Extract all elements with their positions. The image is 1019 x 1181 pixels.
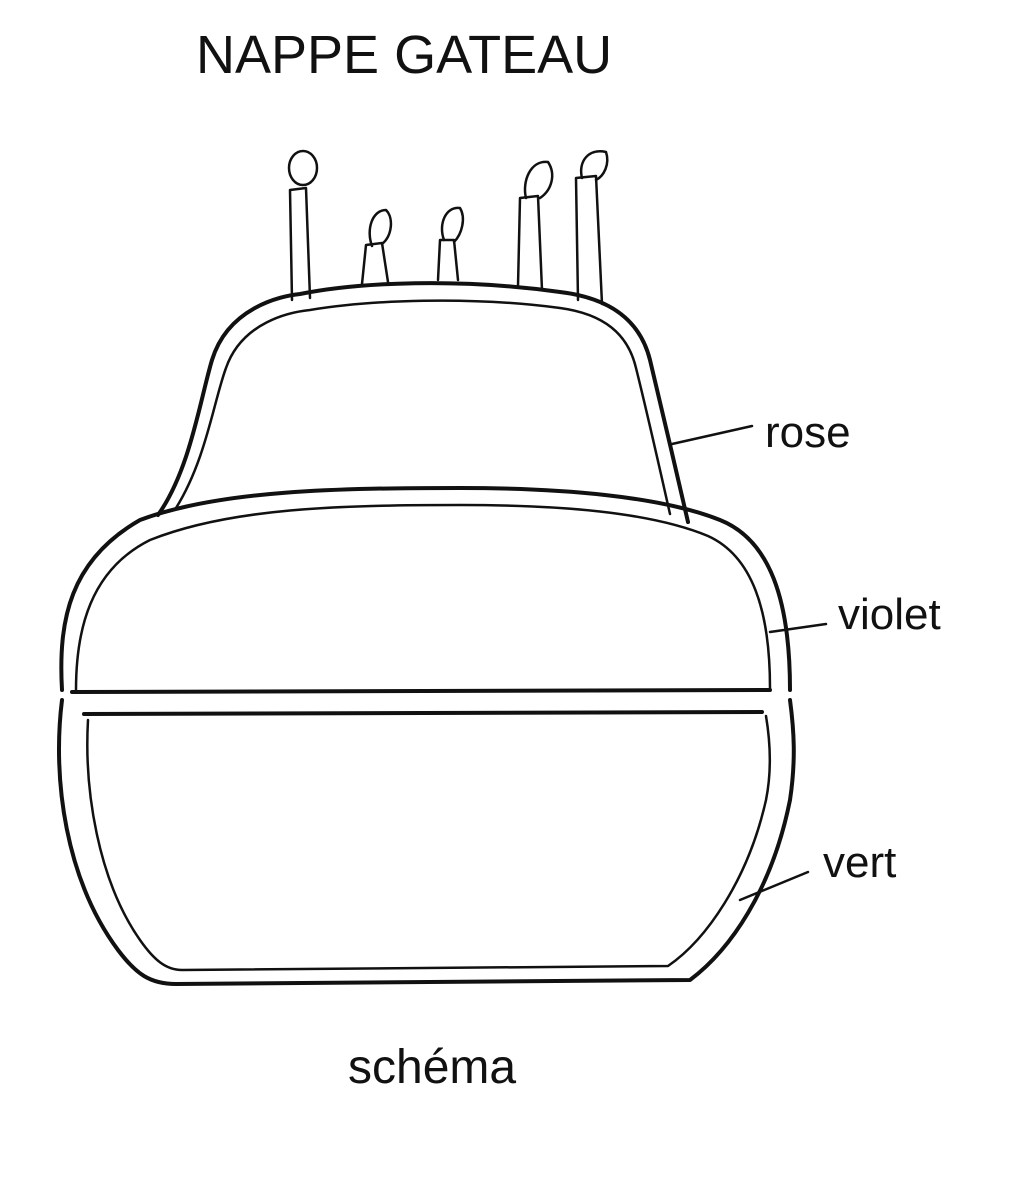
diagram-caption: schéma — [348, 1041, 517, 1094]
label-rose: rose — [765, 408, 851, 457]
bottom-tier-green — [57, 698, 796, 986]
candle — [574, 150, 609, 306]
candle — [516, 160, 554, 292]
candles — [287, 149, 609, 306]
diagram-title: NAPPE GATEAU — [196, 25, 613, 85]
candle — [287, 149, 319, 302]
label-vert: vert — [823, 838, 897, 887]
leader-line-violet — [768, 622, 828, 634]
middle-tier-violet — [59, 486, 792, 694]
candle — [360, 208, 393, 286]
candle — [436, 206, 465, 282]
leader-line-rose — [670, 424, 754, 446]
label-violet: violet — [838, 590, 941, 639]
leader-line-vert — [738, 870, 810, 902]
top-tier-rose — [156, 281, 690, 524]
